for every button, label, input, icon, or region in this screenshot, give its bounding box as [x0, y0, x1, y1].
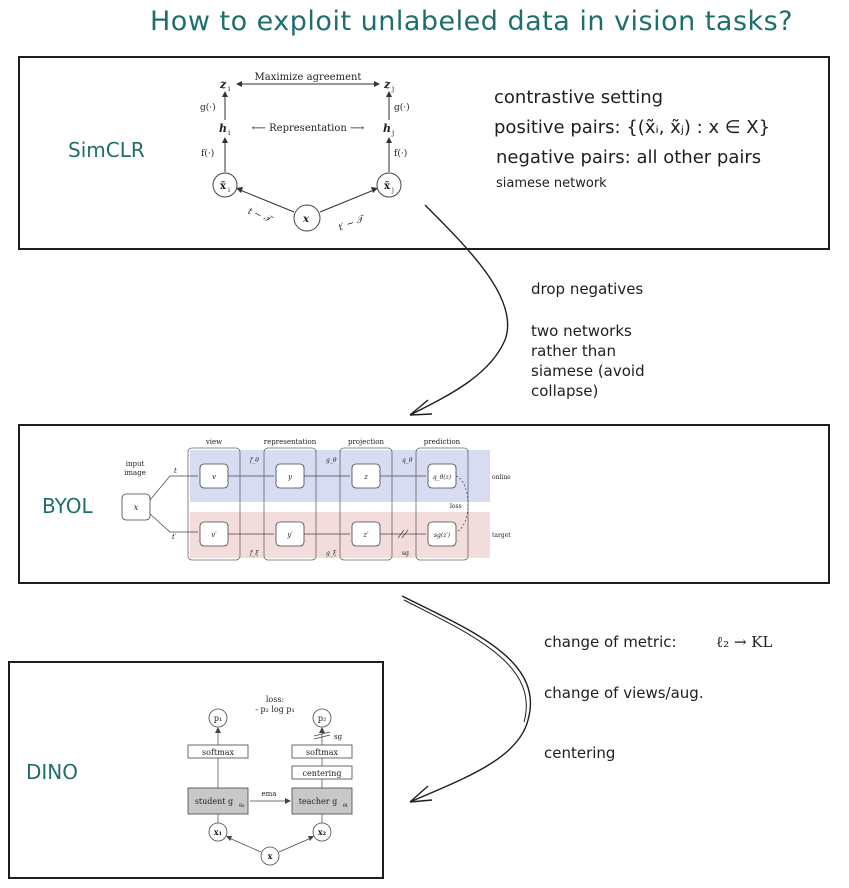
dino-loss-1: loss:	[266, 695, 284, 704]
simclr-hj: h	[383, 122, 391, 135]
simclr-note-3: negative pairs: all other pairs	[496, 147, 762, 168]
dino-x2: x₂	[318, 827, 327, 837]
dino-centering: centering	[303, 769, 342, 778]
dino-student: student g	[195, 797, 233, 806]
page-title: How to exploit unlabeled data in vision …	[150, 6, 794, 37]
simclr-zi: z	[219, 78, 227, 91]
simclr-zi-sub: i	[228, 85, 231, 93]
simclr-zj: z	[383, 78, 391, 91]
simclr-diagram: Maximize agreement z i z j g(·) g(·) h i…	[200, 72, 410, 233]
byol-input-label-2: image	[124, 469, 146, 477]
dino-p1: p₁	[214, 714, 222, 723]
dino-x: x	[268, 851, 273, 861]
byol-yp: y′	[286, 531, 293, 539]
simclr-xi-sub: i	[228, 187, 230, 194]
simclr-g-left: g(·)	[200, 102, 216, 113]
simclr-mid-label: ⟵ Representation ⟶	[252, 123, 365, 134]
byol-y: y	[287, 473, 293, 481]
dino-diagram: loss: - p₂ log p₁ p₁ p₂ softmax student …	[187, 695, 353, 866]
simclr-f-left: f(·)	[201, 148, 214, 159]
simclr-note-2: positive pairs: {(x̃ᵢ, x̃ⱼ) : x ∈ X}	[494, 117, 771, 138]
dino-sg: sg	[334, 733, 343, 741]
byol-online: online	[492, 474, 511, 481]
arrow2-note-formula: ℓ₂ → KL	[716, 633, 773, 651]
arrow1-note-1: drop negatives	[531, 280, 644, 298]
byol-v: v	[212, 473, 216, 481]
arrow1-note-3: rather than	[531, 342, 616, 360]
byol-zp: z′	[362, 531, 369, 539]
dino-ema: ema	[262, 790, 277, 798]
byol-tp: t′	[172, 533, 177, 541]
dino-p2: p₂	[318, 714, 326, 723]
byol-f-theta: f_θ	[249, 457, 259, 464]
simclr-xj: x̃	[384, 181, 391, 192]
byol-col-rep: representation	[264, 438, 317, 446]
dino-label: DINO	[26, 760, 79, 784]
simclr-hi-sub: i	[228, 129, 231, 137]
simclr-panel	[18, 56, 830, 250]
byol-loss: loss	[450, 503, 462, 510]
byol-col-proj: projection	[348, 438, 385, 446]
simclr-label: SimCLR	[68, 138, 145, 162]
arrow1-note-2: two networks	[531, 322, 632, 340]
dino-x1: x₁	[214, 827, 222, 837]
byol-g-xi: g_ξ	[326, 550, 337, 557]
byol-vp: v′	[211, 531, 217, 539]
simclr-xi: x̃	[220, 181, 227, 192]
byol-q: q_θ(z)	[433, 474, 452, 481]
simclr-hi: h	[219, 122, 227, 135]
dino-softmax-student: softmax	[202, 748, 234, 757]
dino-teacher: teacher g	[299, 797, 338, 806]
simclr-zj-sub: j	[391, 85, 394, 93]
arrow2-note-metric: change of metric:	[544, 633, 677, 651]
byol-target: target	[492, 532, 511, 539]
simclr-xj-sub: j	[391, 187, 394, 194]
byol-sgz: sg(z′)	[434, 532, 451, 539]
arrow2-note-centering: centering	[544, 744, 616, 762]
simclr-x: x	[302, 214, 310, 225]
dino-softmax-teacher: softmax	[306, 748, 338, 757]
byol-col-pred: prediction	[424, 438, 461, 446]
byol-col-view: view	[205, 438, 222, 446]
simclr-note-4: siamese network	[496, 176, 607, 191]
simclr-f-right: f(·)	[394, 148, 407, 159]
arrow1-note-4: siamese (avoid	[531, 362, 645, 380]
simclr-hj-sub: j	[391, 129, 394, 137]
dino-student-sub: θs	[239, 803, 245, 809]
byol-x: x	[134, 503, 139, 512]
byol-g-theta: g_θ	[326, 457, 337, 464]
arrow2-note-views: change of views/aug.	[544, 684, 704, 702]
simclr-g-right: g(·)	[394, 102, 410, 113]
byol-f-xi: f_ξ	[249, 550, 259, 557]
byol-q-theta: q_θ	[402, 457, 413, 464]
arrow1-note-5: collapse)	[531, 382, 599, 400]
byol-diagram: view representation projection predictio…	[121, 438, 511, 561]
byol-z: z	[363, 473, 368, 481]
simclr-note-1: contrastive setting	[494, 87, 664, 108]
simclr-top-label: Maximize agreement	[255, 72, 362, 83]
byol-label: BYOL	[42, 494, 93, 518]
dino-teacher-sub: θt	[343, 803, 348, 809]
dino-loss-2: - p₂ log p₁	[255, 705, 294, 714]
byol-sg-label: sg	[402, 550, 409, 557]
byol-input-label-1: input	[126, 460, 145, 468]
byol-t: t	[174, 467, 177, 475]
